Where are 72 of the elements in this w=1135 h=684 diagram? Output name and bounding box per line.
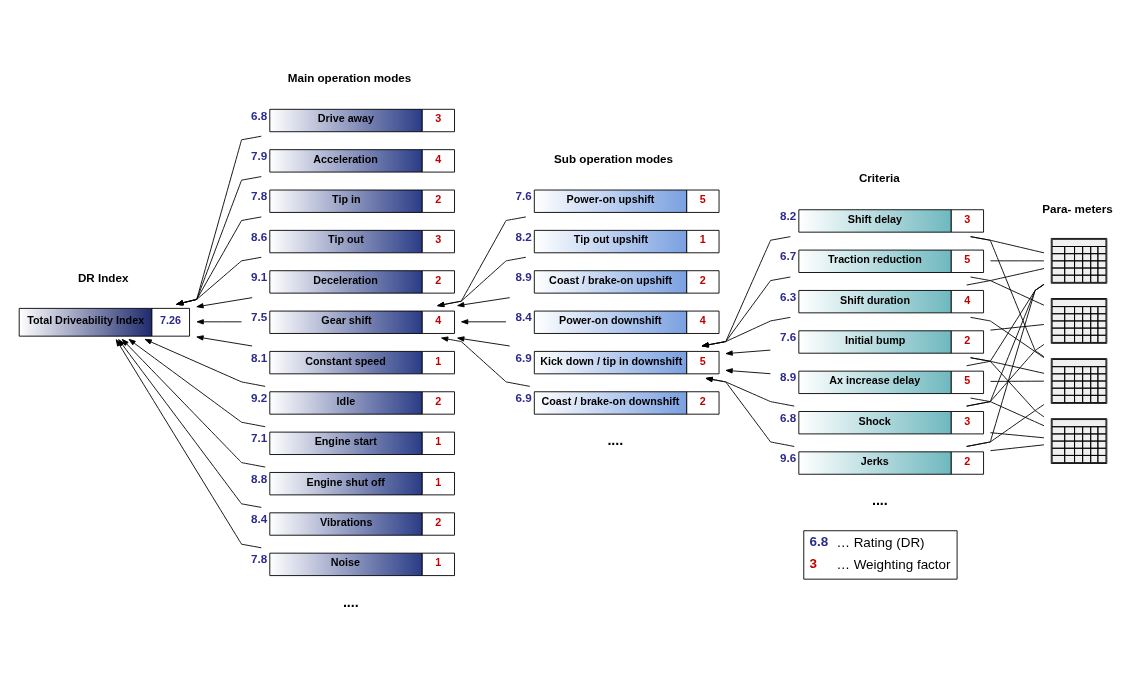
- node-label: 7.6: [515, 189, 532, 203]
- node-label: 6.9: [515, 390, 532, 404]
- arrow: [725, 349, 771, 356]
- label: … Rating (DR): [836, 534, 925, 550]
- node-label: 6.3: [780, 289, 797, 303]
- node-label: 7.1: [250, 431, 268, 445]
- connector: [966, 284, 1045, 447]
- node-label: 7.6: [780, 330, 797, 344]
- label: Main operation modes: [287, 70, 412, 84]
- node-label: 7.8: [250, 189, 268, 203]
- label: 6.8: [809, 533, 829, 549]
- node-label: 6.8: [250, 108, 268, 122]
- node-label: 8.4: [250, 512, 268, 526]
- arrow: [705, 376, 795, 407]
- arrow: [437, 216, 527, 308]
- node-label: 6.8: [780, 410, 797, 424]
- label: DR Index: [77, 270, 129, 284]
- connector: [966, 268, 1045, 286]
- label: … Weighting factor: [836, 557, 951, 573]
- label: ....: [871, 492, 888, 509]
- connector: [990, 444, 1045, 452]
- arrow: [701, 316, 791, 348]
- arrow: [196, 335, 253, 347]
- connector: [970, 357, 1045, 418]
- label: Criteria: [858, 171, 900, 185]
- node-label: 8.2: [515, 229, 532, 243]
- node-label: 9.1: [250, 269, 268, 283]
- node-label: 6.7: [780, 249, 797, 263]
- node-label: 7.9: [250, 148, 268, 162]
- node-label: 7.8: [250, 552, 268, 566]
- node-label: 8.9: [515, 269, 532, 283]
- label: ....: [607, 432, 624, 449]
- node-label: 8.6: [250, 229, 268, 243]
- node-label: 9.6: [780, 451, 797, 465]
- arrow: [457, 336, 511, 347]
- label: Para- meters: [1042, 201, 1113, 215]
- connector: [970, 236, 1045, 358]
- connector: [990, 432, 1045, 439]
- label: Sub operation modes: [554, 151, 674, 165]
- connector: [970, 276, 1045, 306]
- node-label: 6.9: [515, 350, 532, 364]
- node-label: 8.8: [250, 471, 268, 485]
- arrow: [705, 376, 795, 447]
- connector: [966, 344, 1045, 407]
- arrow: [121, 338, 266, 468]
- connector: [970, 397, 1045, 427]
- connector: [990, 260, 1045, 262]
- arrow: [196, 319, 242, 325]
- connector: [966, 404, 1045, 447]
- arrow: [725, 368, 771, 375]
- arrow: [457, 297, 511, 308]
- arrow: [176, 135, 262, 306]
- label: ....: [342, 593, 359, 610]
- arrow: [176, 176, 262, 306]
- connector: [990, 380, 1045, 382]
- node-label: 8.2: [780, 208, 797, 222]
- arrow: [701, 236, 791, 348]
- node-label: 8.4: [515, 310, 532, 324]
- arrow: [461, 319, 507, 325]
- arrow: [176, 256, 262, 306]
- connector: [970, 316, 1045, 359]
- label: 3: [809, 556, 818, 572]
- arrow: [196, 297, 253, 309]
- node-label: 8.9: [780, 370, 797, 384]
- arrow: [128, 338, 266, 428]
- arrow: [701, 276, 791, 348]
- arrow: [437, 256, 527, 308]
- arrow: [176, 216, 262, 306]
- connector: [990, 324, 1045, 331]
- node-label: 7.5: [250, 310, 268, 324]
- node-label: 8.1: [250, 350, 268, 364]
- node-label: 9.2: [250, 390, 268, 404]
